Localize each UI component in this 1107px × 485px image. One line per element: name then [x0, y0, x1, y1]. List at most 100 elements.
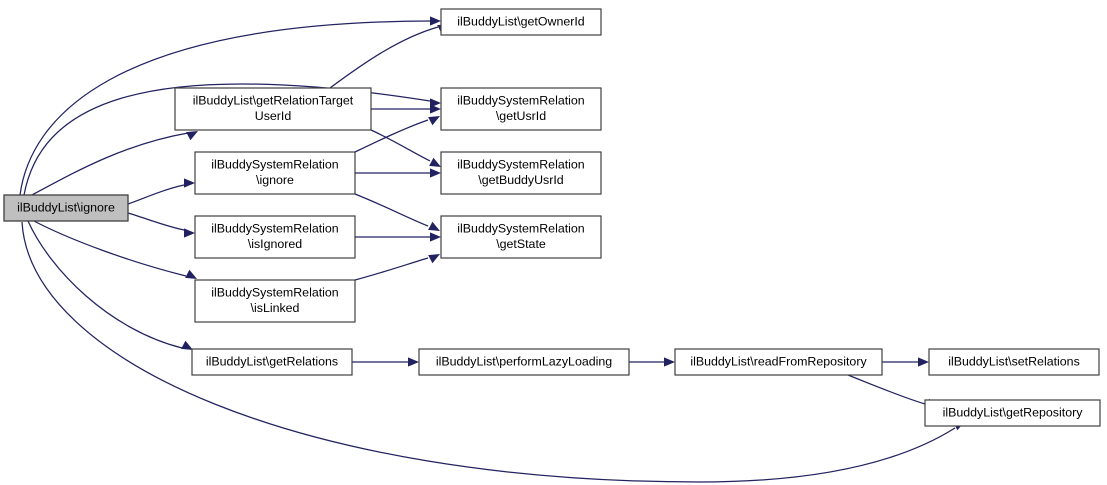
- node-label: \getBuddyUsrId: [478, 173, 564, 187]
- node-box[interactable]: [174, 87, 372, 131]
- edge-line: [29, 132, 189, 197]
- node-label: ilBuddySystemRelation: [211, 222, 339, 236]
- node-box[interactable]: [928, 348, 1100, 376]
- node-label: \isLinked: [251, 301, 300, 315]
- node-label: \ignore: [256, 173, 294, 187]
- edge-line: [21, 221, 956, 483]
- node-box[interactable]: [674, 348, 883, 376]
- node-label: ilBuddyList\performLazyLoading: [436, 354, 612, 368]
- arrowhead-icon: [428, 116, 440, 126]
- arrowhead-icon: [918, 357, 929, 367]
- edge-getRelationTargetUserId-to-getUsrId: [371, 104, 441, 114]
- arrowhead-icon: [430, 16, 441, 26]
- edge-line: [329, 26, 439, 89]
- node-box[interactable]: [191, 348, 353, 376]
- edge-line: [370, 129, 431, 162]
- edge-readFromRepository-to-setRelations: [882, 357, 929, 367]
- node-label: ilBuddyList\ignore: [17, 200, 115, 214]
- edge-line: [23, 83, 431, 196]
- graph-node-isIgnored[interactable]: ilBuddySystemRelation\isIgnored: [194, 215, 356, 259]
- edge-layer: [19, 16, 965, 483]
- arrowhead-icon: [185, 269, 197, 279]
- edge-line: [354, 257, 429, 281]
- node-layer: ilBuddyList\ignore ilBuddyList\getOwnerId…: [3, 8, 1101, 427]
- edge-getRelationTargetUserId-to-getBuddyUsrId: [370, 129, 441, 167]
- node-label: \getState: [496, 237, 546, 251]
- node-box[interactable]: [440, 151, 602, 195]
- edge-line: [127, 212, 185, 231]
- node-box[interactable]: [440, 215, 602, 259]
- node-label: ilBuddyList\getRelationTarget: [193, 94, 354, 108]
- arrowhead-icon: [184, 228, 195, 238]
- edge-relIgnore-to-getBuddyUsrId: [355, 168, 441, 178]
- node-box[interactable]: [194, 215, 356, 259]
- edge-ignore-to-getRelationTargetUserId: [29, 131, 198, 197]
- graph-node-getOwnerId[interactable]: ilBuddyList\getOwnerId: [440, 8, 602, 36]
- node-label: \isIgnored: [248, 237, 303, 251]
- arrowhead-icon: [428, 254, 440, 264]
- edge-line: [19, 20, 431, 196]
- node-box[interactable]: [440, 87, 602, 131]
- graph-node-readFromRepository[interactable]: ilBuddyList\readFromRepository: [674, 348, 883, 376]
- graph-node-performLazyLoading[interactable]: ilBuddyList\performLazyLoading: [418, 348, 630, 376]
- edge-line: [354, 193, 429, 227]
- node-box[interactable]: [3, 194, 129, 222]
- arrowhead-icon: [430, 168, 441, 178]
- edge-ignore-to-isLinked: [31, 219, 197, 279]
- arrowhead-icon: [181, 340, 193, 350]
- arrowhead-icon: [430, 232, 441, 242]
- node-label: ilBuddySystemRelation: [457, 222, 585, 236]
- edge-line: [27, 220, 183, 349]
- edge-relIgnore-to-getState: [354, 193, 440, 231]
- edge-line: [847, 374, 926, 405]
- node-label: ilBuddySystemRelation: [211, 158, 339, 172]
- node-box[interactable]: [418, 348, 630, 376]
- edge-ignore-to-getUsrId: [23, 83, 441, 196]
- node-label: \getUsrId: [496, 109, 546, 123]
- node-box[interactable]: [440, 8, 602, 36]
- graph-node-setRelations[interactable]: ilBuddyList\setRelations: [928, 348, 1100, 376]
- edge-getRelationTargetUserId-to-getOwnerId: [329, 24, 449, 89]
- edge-isIgnored-to-getState: [355, 232, 441, 242]
- graph-node-ignore[interactable]: ilBuddyList\ignore: [3, 194, 129, 222]
- node-label: UserId: [255, 109, 292, 123]
- edge-line: [127, 184, 185, 205]
- arrowhead-icon: [430, 98, 441, 108]
- edge-getRelations-to-performLazyLoading: [352, 357, 419, 367]
- node-label: ilBuddySystemRelation: [457, 158, 585, 172]
- arrowhead-icon: [428, 221, 440, 231]
- graph-node-isLinked[interactable]: ilBuddySystemRelation\isLinked: [194, 279, 356, 323]
- edge-ignore-to-getRelations: [27, 220, 193, 350]
- arrowhead-icon: [430, 104, 441, 114]
- graph-node-relIgnore[interactable]: ilBuddySystemRelation\ignore: [194, 151, 356, 195]
- arrowhead-icon: [408, 357, 419, 367]
- edge-ignore-to-getOwnerId: [19, 16, 441, 196]
- edge-line: [354, 119, 429, 153]
- node-label: ilBuddyList\getRepository: [943, 405, 1084, 419]
- node-label: ilBuddyList\readFromRepository: [690, 354, 867, 368]
- node-label: ilBuddySystemRelation: [211, 286, 339, 300]
- graph-node-getState[interactable]: ilBuddySystemRelation\getState: [440, 215, 602, 259]
- edge-relIgnore-to-getUsrId: [354, 116, 440, 153]
- node-box[interactable]: [194, 279, 356, 323]
- graph-node-getRepository[interactable]: ilBuddyList\getRepository: [924, 399, 1101, 427]
- node-label: ilBuddyList\setRelations: [948, 354, 1080, 368]
- arrowhead-icon: [429, 157, 441, 167]
- graph-node-getBuddyUsrId[interactable]: ilBuddySystemRelation\getBuddyUsrId: [440, 151, 602, 195]
- graph-node-getUsrId[interactable]: ilBuddySystemRelation\getUsrId: [440, 87, 602, 131]
- arrowhead-icon: [186, 131, 198, 141]
- node-label: ilBuddyList\getRelations: [206, 354, 338, 368]
- node-box[interactable]: [924, 399, 1101, 427]
- node-label: ilBuddySystemRelation: [457, 94, 585, 108]
- edge-isLinked-to-getState: [354, 254, 440, 281]
- edge-readFromRepository-to-getRepository: [847, 374, 937, 408]
- edge-performLazyLoading-to-readFromRepository: [629, 357, 675, 367]
- graph-node-getRelations[interactable]: ilBuddyList\getRelations: [191, 348, 353, 376]
- arrowhead-icon: [664, 357, 675, 367]
- node-label: ilBuddyList\getOwnerId: [457, 14, 585, 28]
- edge-ignore-to-isIgnored: [127, 212, 195, 238]
- node-box[interactable]: [194, 151, 356, 195]
